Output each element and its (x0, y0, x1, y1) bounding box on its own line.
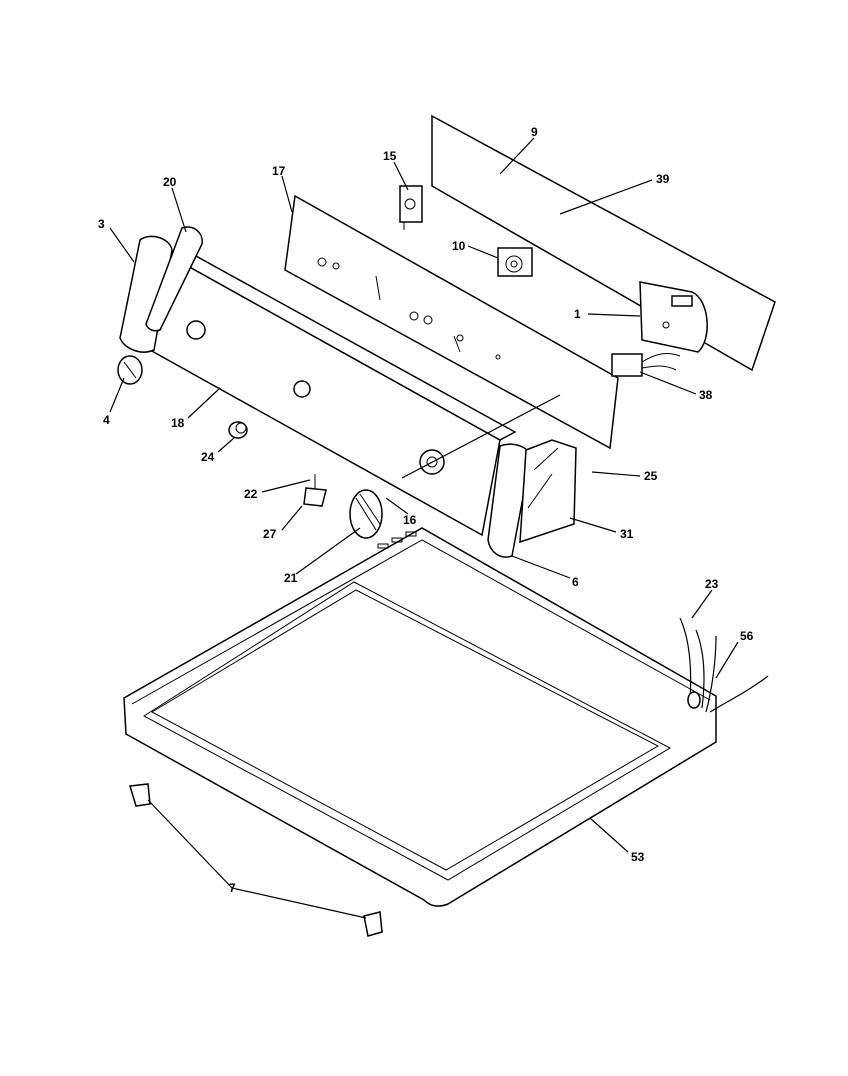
timer-knob (349, 489, 383, 539)
top-cover (123, 527, 717, 907)
control-bracket (284, 194, 619, 450)
small-knob (117, 355, 143, 385)
callout-21: 21 (284, 571, 298, 585)
knob-clip (303, 474, 327, 507)
callout-56: 56 (740, 629, 754, 643)
control-console (149, 249, 561, 537)
callout-27: 27 (263, 527, 277, 541)
push-switch (399, 185, 423, 230)
callout-4: 4 (103, 413, 110, 427)
callout-24: 24 (201, 450, 215, 464)
callout-17: 17 (272, 164, 286, 178)
callout-15: 15 (383, 149, 397, 163)
callout-labels: 9 39 15 17 20 3 10 1 38 4 18 24 25 22 16… (98, 125, 754, 895)
callout-18: 18 (171, 416, 185, 430)
leveling-foot-right (363, 911, 383, 937)
push-button (228, 421, 248, 439)
selector-switch (497, 247, 533, 277)
callout-16: 16 (403, 513, 417, 527)
callout-25: 25 (644, 469, 658, 483)
callout-9: 9 (531, 125, 538, 139)
leader-lines (109, 137, 739, 919)
callout-1: 1 (574, 307, 581, 321)
timer (639, 281, 708, 353)
terminal-block (611, 353, 681, 377)
callout-3: 3 (98, 217, 105, 231)
callout-6: 6 (572, 575, 579, 589)
callout-22: 22 (244, 487, 258, 501)
left-end-cap (119, 226, 203, 353)
wire-harness (679, 617, 769, 713)
callout-38: 38 (699, 388, 713, 402)
right-end-cap (487, 439, 577, 558)
callout-53: 53 (631, 850, 645, 864)
callout-23: 23 (705, 577, 719, 591)
callout-31: 31 (620, 527, 634, 541)
callout-10: 10 (452, 239, 466, 253)
callout-7: 7 (229, 881, 236, 895)
leveling-foot-left (129, 783, 151, 807)
callout-39: 39 (656, 172, 670, 186)
callout-20: 20 (163, 175, 177, 189)
